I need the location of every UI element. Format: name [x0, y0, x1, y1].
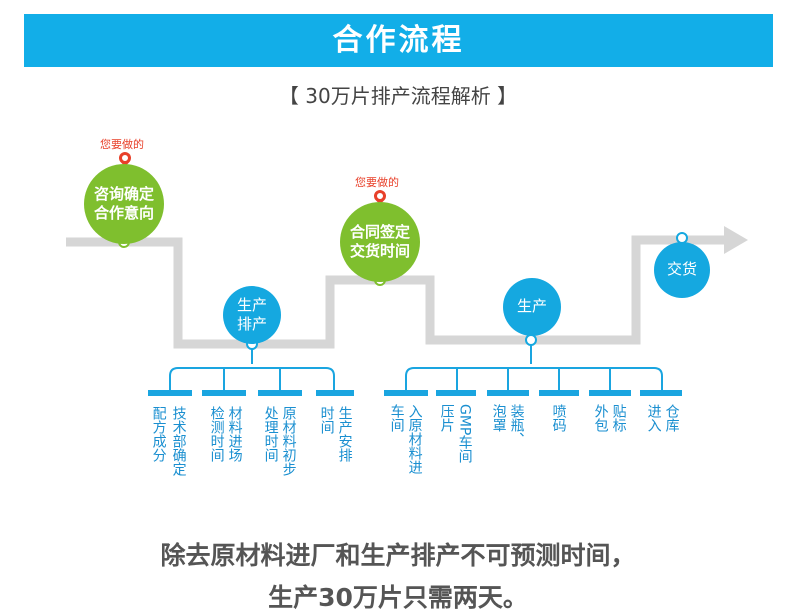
schedule-step-4-col2: 生产安排	[336, 406, 353, 462]
schedule-step-3-col1: 处理时间	[262, 406, 279, 462]
dot-production	[525, 334, 537, 346]
footer-line-2: 生产30万片只需两天。	[268, 583, 528, 612]
schedule-step-bar	[202, 390, 246, 396]
node-schedule-line1: 生产	[236, 295, 267, 314]
schedule-branch-lines	[169, 346, 335, 390]
subtitle: 【 30万片排产流程解析 】	[278, 84, 518, 108]
pin-label-consult: 您要做的	[100, 138, 144, 151]
node-production-schedule: 生产 排产	[223, 286, 281, 344]
node-contract-delivery-time: 合同签定 交货时间	[340, 202, 420, 282]
title-banner: 合作流程	[24, 14, 773, 67]
schedule-step-2-col1: 检测时间	[208, 406, 225, 462]
node-contract-line2: 交货时间	[349, 242, 410, 260]
production-branch-lines	[405, 342, 663, 390]
node-delivery: 交货	[654, 242, 710, 298]
production-step-5-col2: 贴标	[610, 404, 627, 432]
node-consult-line2: 合作意向	[93, 204, 154, 222]
node-contract-line1: 合同签定	[349, 222, 410, 241]
schedule-step-3-col2: 原材料初步	[280, 406, 297, 476]
pin-label-contract: 您要做的	[355, 176, 399, 189]
production-step-1-col2: 入原材料进	[406, 404, 423, 474]
production-step-2-col1: 压片	[438, 404, 455, 432]
production-step-3-col2: 装瓶、	[508, 404, 525, 446]
node-production: 生产	[503, 278, 561, 336]
node-schedule-line2: 排产	[236, 315, 267, 333]
schedule-step-4-col1: 时间	[318, 406, 335, 434]
production-step-6-col2: 仓库	[663, 404, 680, 432]
page-title: 合作流程	[332, 23, 465, 58]
production-step-1-col1: 车间	[388, 404, 405, 432]
node-production-label: 生产	[516, 297, 547, 316]
schedule-step-bar	[148, 390, 192, 396]
schedule-step-1-col2: 技术部确定	[170, 406, 187, 476]
node-consult-intent: 咨询确定 合作意向	[84, 164, 164, 244]
node-delivery-label: 交货	[666, 260, 697, 279]
schedule-step-2-col2: 材料进场	[226, 406, 243, 462]
flow-arrow-head	[724, 226, 748, 254]
production-step-bar	[640, 390, 682, 396]
production-step-bar	[436, 390, 476, 396]
footer-line-1: 除去原材料进厂和生产排产不可预测时间，	[160, 541, 636, 570]
production-step-bar	[539, 390, 579, 396]
production-step-6-col1: 进入	[645, 404, 662, 432]
production-step-2-col2: GMP车间	[456, 404, 473, 464]
schedule-step-1-col1: 配方成分	[150, 406, 167, 462]
production-step-3-col1: 泡罩	[490, 404, 507, 432]
production-step-bar	[384, 390, 428, 396]
production-step-5-col1: 外包	[592, 404, 609, 432]
node-consult-line1: 咨询确定	[93, 184, 154, 203]
production-step-bar	[487, 390, 529, 396]
schedule-step-bar	[316, 390, 354, 396]
production-step-4-col1: 喷码	[550, 404, 567, 432]
schedule-step-bar	[258, 390, 302, 396]
production-step-bar	[589, 390, 631, 396]
